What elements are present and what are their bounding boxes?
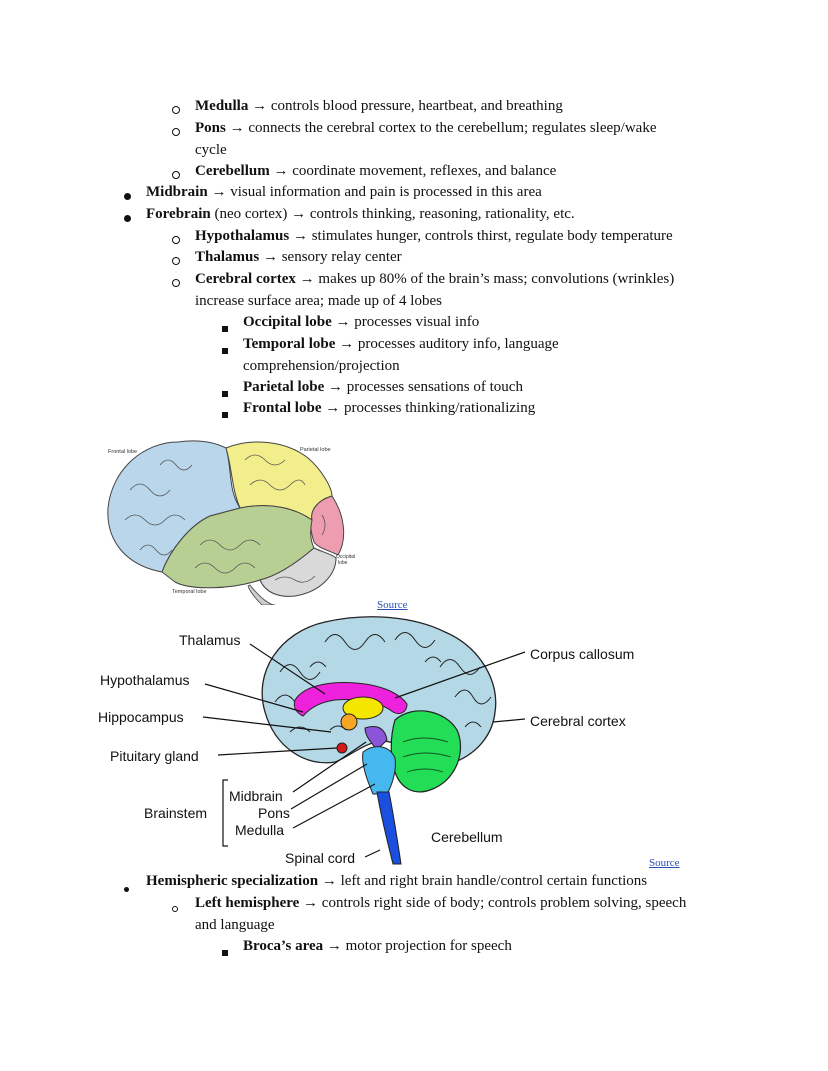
pons-label: Pons	[258, 805, 290, 821]
list-item-left-hemisphere-cont: and language	[195, 917, 275, 933]
list-item-hypothalamus: Hypothalamus → stimulates hunger, contro…	[195, 228, 673, 244]
brain-structures-diagram: Thalamus Hypothalamus Hippocampus Pituit…	[98, 616, 634, 866]
hypothalamus-region	[340, 713, 358, 731]
list-item-cerebral-cortex: Cerebral cortex → makes up 80% of the br…	[195, 271, 675, 287]
circle-bullet	[172, 251, 180, 272]
spinal-cord-label: Spinal cord	[285, 850, 355, 866]
circle-bullet	[172, 230, 180, 251]
list-item-parietal: Parietal lobe → processes sensations of …	[243, 379, 523, 395]
pituitary-region	[336, 742, 348, 754]
list-item-pons-cont: cycle	[195, 142, 227, 158]
list-item-hemispheric: Hemispheric specialization → left and ri…	[146, 873, 648, 889]
midbrain-region	[364, 726, 388, 751]
pons-region	[362, 746, 396, 795]
source-link-2[interactable]: Source	[649, 857, 680, 869]
square-bullet	[222, 942, 228, 963]
disc-bullet	[124, 878, 129, 899]
list-item-cerebral-cortex-cont: increase surface area; made up of 4 lobe…	[195, 293, 442, 309]
circle-bullet	[172, 898, 178, 919]
frontal-lobe-label: Frontal lobe	[108, 449, 137, 455]
disc-bullet	[124, 208, 131, 229]
circle-bullet	[172, 100, 180, 121]
circle-bullet	[172, 273, 180, 294]
square-bullet	[222, 340, 228, 361]
list-item-pons: Pons → connects the cerebral cortex to t…	[195, 120, 657, 136]
temporal-lobe-label: Temporal lobe	[172, 589, 207, 595]
occipital-lobe-label-1: Occipital	[336, 554, 355, 560]
list-item-temporal: Temporal lobe → processes auditory info,…	[243, 336, 559, 352]
list-item-forebrain: Forebrain (neo cortex) → controls thinki…	[146, 206, 575, 222]
circle-bullet	[172, 165, 180, 186]
list-item-thalamus: Thalamus → sensory relay center	[195, 249, 402, 265]
list-item-midbrain: Midbrain → visual information and pain i…	[146, 184, 542, 200]
hippocampus-label: Hippocampus	[98, 709, 184, 725]
disc-bullet	[124, 186, 131, 207]
list-item-occipital: Occipital lobe → processes visual info	[243, 314, 480, 330]
circle-bullet	[172, 122, 180, 143]
square-bullet	[222, 318, 228, 339]
parietal-lobe-label: Parietal lobe	[300, 447, 331, 453]
corpus-callosum-label: Corpus callosum	[530, 646, 634, 662]
brain-lobes-diagram: Frontal lobe Parietal lobe Occipital lob…	[107, 440, 355, 605]
square-bullet	[222, 383, 228, 404]
cerebral-cortex-label: Cerebral cortex	[530, 713, 626, 729]
cerebellum-region	[259, 547, 337, 597]
brainstem-label: Brainstem	[144, 805, 207, 821]
medulla-label: Medulla	[235, 822, 284, 838]
pituitary-label: Pituitary gland	[110, 748, 199, 764]
square-bullet	[222, 404, 228, 425]
thalamus-label: Thalamus	[179, 632, 240, 648]
spinal-cord-region	[376, 791, 402, 865]
source-link-1[interactable]: Source	[377, 599, 408, 611]
list-item-medulla: Medulla → controls blood pressure, heart…	[195, 98, 563, 114]
list-item-cerebellum: Cerebellum → coordinate movement, reflex…	[195, 163, 557, 179]
cerebellum-region	[390, 710, 462, 793]
occipital-lobe-label-2: lobe	[338, 560, 348, 566]
list-item-broca: Broca’s area → motor projection for spee…	[243, 938, 512, 954]
cerebellum-label: Cerebellum	[431, 829, 503, 845]
list-item-frontal: Frontal lobe → processes thinking/ration…	[243, 400, 536, 416]
occipital-lobe-region	[310, 495, 345, 556]
list-item-left-hemisphere: Left hemisphere → controls right side of…	[195, 895, 687, 911]
thalamus-region	[342, 696, 384, 720]
midbrain-label: Midbrain	[229, 788, 283, 804]
list-item-temporal-cont: comprehension/projection	[243, 358, 400, 374]
hypothalamus-label: Hypothalamus	[100, 672, 190, 688]
